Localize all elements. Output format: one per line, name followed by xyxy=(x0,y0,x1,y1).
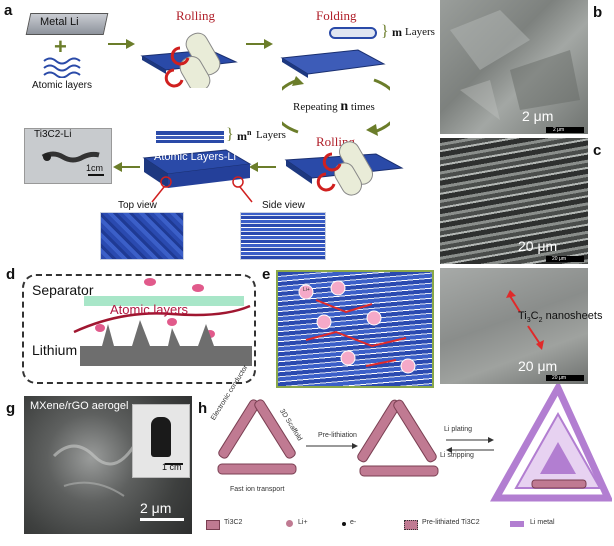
side-view-image xyxy=(240,212,326,260)
repeat-cycle-arrows xyxy=(282,76,390,136)
sem-texture-g xyxy=(52,444,136,497)
folding-label: Folding xyxy=(316,8,357,23)
m-layers-label: Layers xyxy=(405,26,435,38)
rolling-illustration-1 xyxy=(140,32,238,88)
mn-symbol: mn xyxy=(237,128,252,143)
atomic-layers-label: Atomic layers xyxy=(32,80,93,91)
rolling-illustration-2 xyxy=(284,141,404,196)
h-legend: Ti3C2 Li+ e- Pre-lithiated Ti3C2 Li meta… xyxy=(206,516,606,532)
photo-scale-bar xyxy=(88,174,104,176)
sem-texture-b xyxy=(450,10,580,120)
fast-ion-label: Fast ion transport xyxy=(230,486,285,493)
atomic-layers-li-label: Atomic Layers-Li xyxy=(154,151,236,163)
m-symbol: m xyxy=(392,25,402,39)
mn-layers-stack xyxy=(156,131,224,143)
rolling-label-1: Rolling xyxy=(176,8,216,23)
panel-label-g: g xyxy=(6,400,16,417)
legend-li-ion-swatch xyxy=(286,520,293,527)
legend-electron-swatch xyxy=(342,522,346,526)
panel-label-h: h xyxy=(198,400,208,417)
side-view-label: Side view xyxy=(262,200,305,211)
mn-layers-label: Layers xyxy=(256,129,286,141)
panel-h-diagram xyxy=(217,384,612,502)
legend-li-metal-label: Li metal xyxy=(530,519,555,526)
li-stripping-label: Li stripping xyxy=(440,452,474,459)
legend-ti3c2-swatch xyxy=(206,520,220,530)
sem-b-inset-label: 2 μm xyxy=(553,127,565,133)
arrow-left-2-icon xyxy=(113,162,140,172)
ti3c2-li-label: Ti3C2-Li xyxy=(34,129,72,140)
sem-f-scale-label: 20 μm xyxy=(518,358,558,374)
sem-image-f xyxy=(440,268,588,384)
triangle-li-metal xyxy=(490,384,612,502)
sem-f-arrows xyxy=(506,290,544,350)
mn-layers-bracket: } xyxy=(226,126,234,143)
folding-illustration xyxy=(280,27,386,78)
atomic-layers-waves-icon xyxy=(43,57,81,78)
sem-image-b xyxy=(440,0,588,134)
legend-ti3c2-label: Ti3C2 xyxy=(224,519,243,526)
metal-li-label: Metal Li xyxy=(40,16,79,28)
photo-scale-label: 1cm xyxy=(86,163,104,173)
sem-c-scale-label: 20 μm xyxy=(518,238,558,254)
panel-e-ion-paths xyxy=(298,280,416,374)
plus-sign: + xyxy=(54,34,67,59)
sem-b-scale-bar xyxy=(546,127,584,133)
top-view-image xyxy=(100,212,184,260)
view-leader-arrows xyxy=(151,176,253,203)
separator-layer xyxy=(84,296,244,306)
triangle-ti3c2 xyxy=(217,399,297,475)
sem-b-scale-label: 2 μm xyxy=(522,108,554,124)
sem-g-scale-bar xyxy=(140,518,184,521)
panel-label-d: d xyxy=(6,266,16,283)
ti3c2-nanosheets-label: Ti3C2 nanosheets xyxy=(518,310,603,325)
sem-g-scale-label: 2 μm xyxy=(140,500,172,516)
top-view-label: Top view xyxy=(118,200,157,211)
atomic-layers-d-label: Atomic layers xyxy=(110,302,189,317)
aerogel-inset-photo xyxy=(132,404,190,478)
panel-label-c: c xyxy=(593,142,602,159)
li-plating-label: Li plating xyxy=(444,426,473,433)
aerogel-cylinder xyxy=(151,417,171,457)
legend-prelithiated-swatch xyxy=(404,520,418,530)
legend-li-metal-swatch xyxy=(510,521,524,527)
legend-electron-label: e- xyxy=(350,519,357,526)
arrow-left-1-icon xyxy=(249,162,276,172)
panel-d-illustration xyxy=(73,278,252,366)
panel-label-e: e xyxy=(262,266,271,283)
ti3c2-li-sample-icon xyxy=(41,151,100,163)
pre-lithiation-label: Pre-lithiation xyxy=(318,432,357,439)
repeating-label: Repeating n times xyxy=(293,99,375,114)
separator-label: Separator xyxy=(32,282,94,298)
legend-li-ion-label: Li+ xyxy=(298,519,308,526)
panel-label-b: b xyxy=(593,4,603,21)
panel-d-frame xyxy=(22,274,256,384)
sem-image-c xyxy=(440,138,588,264)
panel-label-a: a xyxy=(4,2,13,19)
arrow-right-1-icon xyxy=(108,39,135,49)
sem-c-scale-bar xyxy=(546,256,584,262)
legend-prelithiated-label: Pre-lithiated Ti3C2 xyxy=(422,519,480,526)
sem-f-scale-bar xyxy=(546,375,584,381)
aerogel-title: MXene/rGO aerogel xyxy=(30,400,129,412)
aerogel-inset-scale-bar xyxy=(165,463,183,465)
li-ion-label: Li+ xyxy=(303,287,310,293)
sem-f-inset-label: 20 μm xyxy=(552,375,566,381)
triangle-prelithiated xyxy=(357,399,439,477)
sem-c-inset-label: 20 μm xyxy=(552,256,566,262)
aerogel-inset-scale: 1 cm xyxy=(162,462,182,472)
lithium-label: Lithium xyxy=(32,342,78,358)
m-layers-bracket: } xyxy=(381,23,389,40)
arrow-right-2-icon xyxy=(246,39,273,49)
